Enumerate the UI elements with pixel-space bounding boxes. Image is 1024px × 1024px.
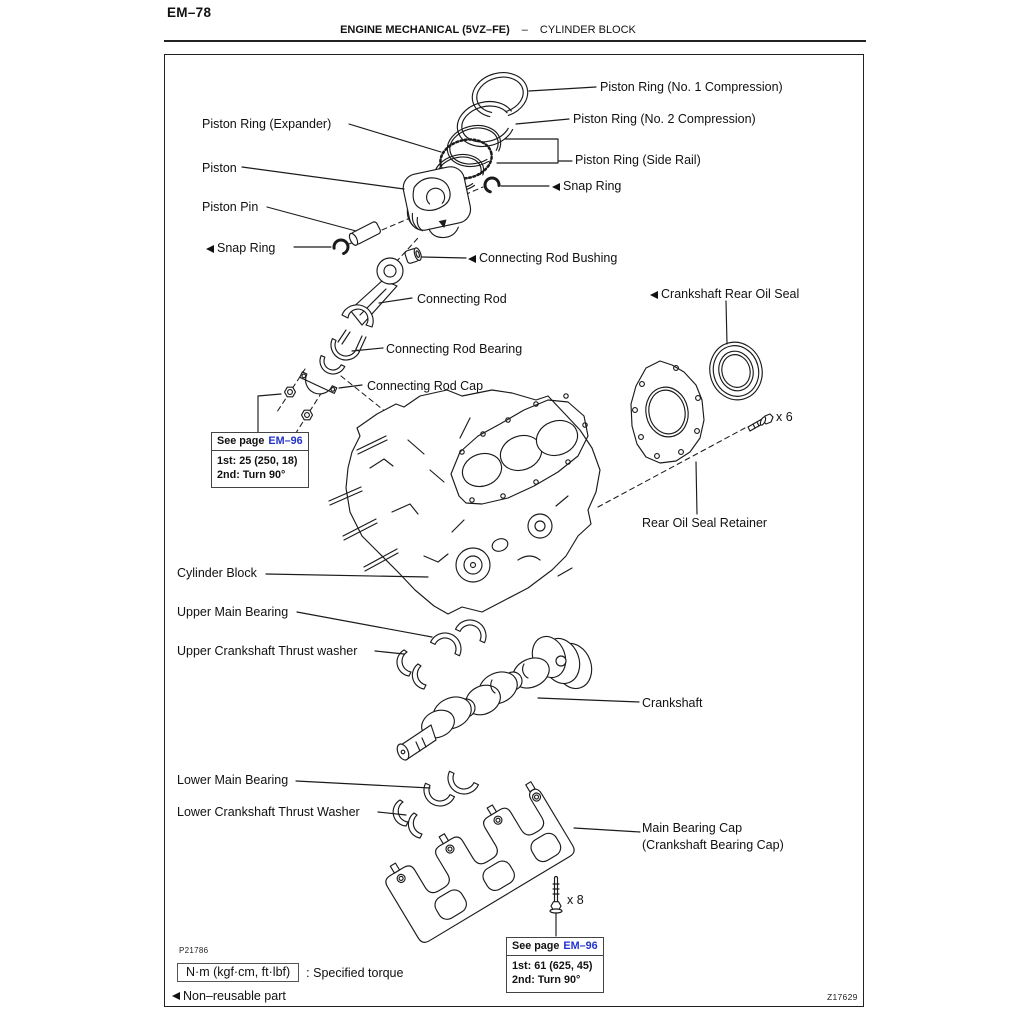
- label-main-cap-bolt-qty: x 8: [567, 893, 584, 907]
- label-piston-ring-no1: Piston Ring (No. 1 Compression): [600, 80, 783, 94]
- snap-ring-right-illustration: [483, 176, 501, 194]
- label-connecting-rod-bearing: Connecting Rod Bearing: [386, 342, 523, 356]
- label-main-bearing-cap: Main Bearing Cap (Crankshaft Bearing Cap…: [642, 821, 784, 852]
- label-connecting-rod-cap: Connecting Rod Cap: [367, 379, 484, 393]
- upper-main-bearing-illustration: [429, 619, 487, 657]
- label-crankshaft: Crankshaft: [642, 696, 703, 710]
- upper-thrust-washer-illustration: [396, 649, 427, 690]
- label-piston-ring-expander: Piston Ring (Expander): [202, 117, 332, 131]
- label-retainer-bolt-qty: x 6: [776, 410, 793, 424]
- connecting-rod-illustration: [337, 257, 404, 351]
- non-reusable-icon: [172, 992, 180, 1000]
- label-rear-oil-seal-retainer: Rear Oil Seal Retainer: [642, 516, 768, 530]
- label-snap-ring-left: Snap Ring: [206, 241, 275, 256]
- non-reusable-icon: [650, 290, 658, 299]
- photo-code: P21786: [179, 946, 209, 955]
- retainer-bolt-illustration: [747, 413, 774, 432]
- page-link-em96[interactable]: EM–96: [563, 940, 598, 952]
- page-link-em96[interactable]: EM–96: [268, 435, 303, 447]
- figure-border: [164, 54, 864, 1007]
- lower-thrust-washer-illustration: [392, 799, 423, 839]
- connecting-rod-nuts-illustration: [283, 386, 314, 421]
- label-piston: Piston: [202, 161, 237, 175]
- label-piston-ring-side-rail: Piston Ring (Side Rail): [575, 153, 701, 167]
- header-separator: –: [521, 24, 528, 36]
- connecting-rod-cap-illustration: [299, 371, 338, 395]
- label-cylinder-block: Cylinder Block: [177, 566, 257, 580]
- rear-oil-seal-retainer-illustration: [630, 360, 705, 464]
- main-bearing-cap-illustration: [385, 781, 575, 943]
- non-reusable-icon: [468, 254, 476, 263]
- page-code: EM–78: [167, 5, 212, 20]
- label-crankshaft-rear-oil-seal: Crankshaft Rear Oil Seal: [650, 287, 799, 302]
- label-upper-crankshaft-thrust-washer: Upper Crankshaft Thrust washer: [177, 644, 358, 658]
- connecting-rod-bearing-illustration: [319, 338, 361, 375]
- torque-values: 1st: 25 (250, 18) 2nd: Turn 90°: [217, 455, 298, 481]
- label-piston-ring-no2: Piston Ring (No. 2 Compression): [573, 112, 756, 126]
- header-rule: [164, 40, 866, 42]
- leader-lines: [241, 86, 728, 937]
- cylinder-block-illustration: [328, 389, 601, 615]
- non-reusable-icon: [552, 182, 560, 191]
- subsection-title: CYLINDER BLOCK: [539, 24, 636, 36]
- piston-illustration: [402, 166, 472, 239]
- label-piston-pin: Piston Pin: [202, 200, 259, 214]
- lower-main-bearing-illustration: [423, 770, 480, 807]
- non-reusable-icon: [206, 244, 214, 253]
- connecting-rod-bushing-illustration: [404, 247, 422, 264]
- crankshaft-illustration: [396, 635, 593, 761]
- label-snap-ring-right: Snap Ring: [552, 179, 621, 194]
- piston-rings-illustration: [433, 72, 529, 193]
- page-header: ENGINE MECHANICAL (5VZ–FE)–CYLINDER BLOC…: [164, 24, 812, 36]
- torque-symbol-box: N·m (kgf·cm, ft·lbf): [177, 963, 300, 982]
- torque-values: 1st: 61 (625, 45) 2nd: Turn 90°: [512, 960, 593, 986]
- section-title: ENGINE MECHANICAL (5VZ–FE): [340, 24, 510, 36]
- piston-pin-illustration: [348, 221, 381, 246]
- torque-legend: N·m (kgf·cm, ft·lbf) : Specified torque: [177, 963, 403, 982]
- main-cap-bolt-illustration: [549, 875, 563, 914]
- label-lower-main-bearing: Lower Main Bearing: [177, 773, 289, 787]
- torque-symbol-meaning: : Specified torque: [306, 965, 404, 980]
- label-connecting-rod: Connecting Rod: [417, 292, 507, 306]
- label-connecting-rod-bushing: Connecting Rod Bushing: [468, 251, 617, 266]
- snap-ring-left-illustration: [332, 238, 350, 256]
- label-upper-main-bearing: Upper Main Bearing: [177, 605, 289, 619]
- crankshaft-rear-oil-seal-illustration: [709, 341, 763, 401]
- block-studs-illustration: [328, 435, 399, 572]
- non-reusable-legend: Non–reusable part: [172, 989, 286, 1003]
- label-lower-crankshaft-thrust-washer: Lower Crankshaft Thrust Washer: [177, 805, 360, 819]
- figure-code: Z17629: [827, 992, 858, 1002]
